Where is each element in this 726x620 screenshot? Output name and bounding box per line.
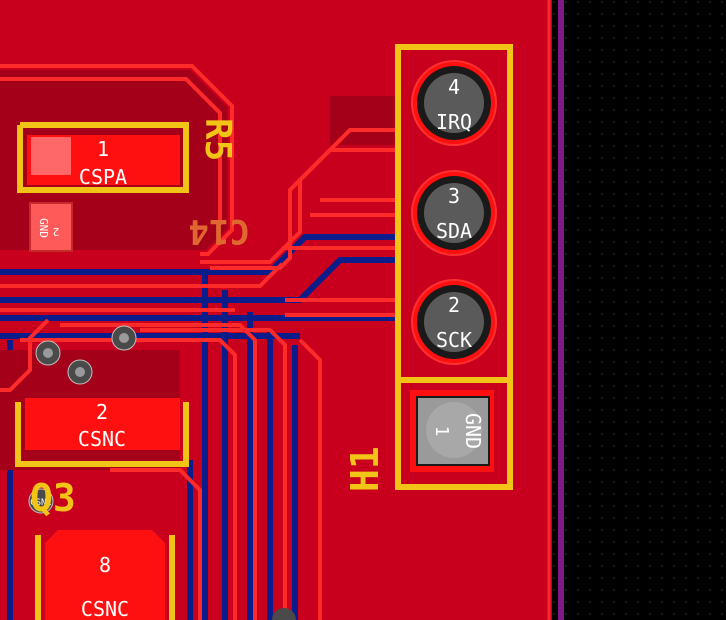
q3-via[interactable] xyxy=(28,488,54,514)
csnc-pad-number: 2 xyxy=(96,400,108,424)
c14-pad-number: 2 xyxy=(53,225,60,238)
csnc-courtyard xyxy=(15,402,189,467)
c14-pad-2[interactable] xyxy=(29,202,73,252)
h1-pin-3-number: 3 xyxy=(448,184,460,208)
q3-pad-net: CSNC xyxy=(81,597,129,620)
h1-pin-2-net: SCK xyxy=(436,328,472,352)
h1-pin-1[interactable]: 1 GND xyxy=(410,390,494,472)
r5-pad-net: CSPA xyxy=(79,165,127,189)
h1-pin-4-net: IRQ xyxy=(436,110,472,134)
connector-h1[interactable]: 4 IRQ 3 SDA 2 SCK 1 GND H1 xyxy=(343,44,513,492)
resistor-r5[interactable]: 1 CSPA R5 xyxy=(17,118,238,193)
h1-courtyard xyxy=(395,44,513,490)
csnc-component[interactable]: 2 CSNC xyxy=(15,398,189,467)
r5-pad-number: 1 xyxy=(97,137,109,161)
h1-pin-2[interactable]: 2 SCK xyxy=(411,279,497,365)
q3-refdes: Q3 xyxy=(30,476,76,520)
q3-pad-8[interactable] xyxy=(45,530,165,620)
vias xyxy=(35,325,296,620)
r5-refdes: R5 xyxy=(197,118,238,161)
r5-courtyard xyxy=(17,122,189,193)
csnc-pad-net: CSNC xyxy=(78,427,126,451)
front-copper-traces xyxy=(0,64,400,620)
c14-pad-net: GND xyxy=(37,218,50,238)
h1-pin-1-number: 1 xyxy=(431,426,452,437)
via xyxy=(272,608,296,620)
h1-pin-1-net: GND xyxy=(461,413,485,449)
capacitor-c14[interactable]: 2 GND C14 xyxy=(29,202,250,252)
q3-via-net: CSNC xyxy=(30,498,52,508)
csnc-pad-2[interactable] xyxy=(25,398,180,450)
transistor-q3[interactable]: CSNC Q3 8 CSNC xyxy=(28,476,175,620)
h1-pin-2-number: 2 xyxy=(448,293,460,317)
c14-refdes: C14 xyxy=(189,211,250,251)
h1-pin-3-net: SDA xyxy=(436,219,472,243)
r5-pad-highlight xyxy=(31,137,71,175)
h1-pin-4-number: 4 xyxy=(448,75,460,99)
h1-pin-4[interactable]: 4 IRQ xyxy=(411,60,497,146)
grid-dots xyxy=(548,0,726,620)
h1-refdes: H1 xyxy=(343,446,387,492)
q3-pad-number: 8 xyxy=(99,553,111,577)
h1-pin-3[interactable]: 3 SDA xyxy=(411,170,497,256)
